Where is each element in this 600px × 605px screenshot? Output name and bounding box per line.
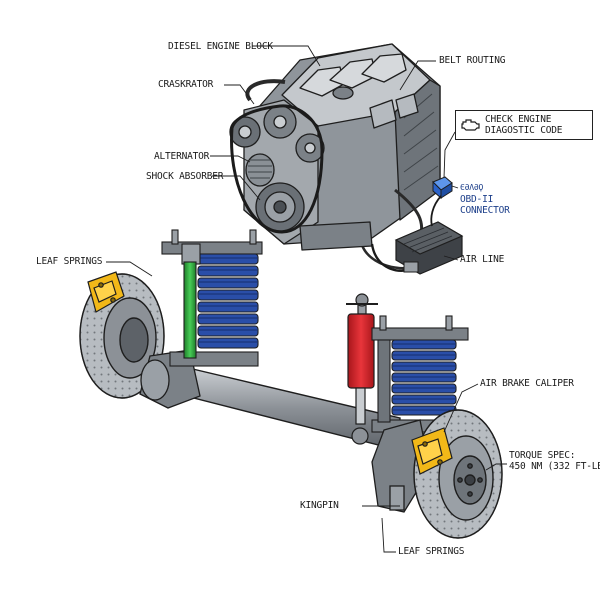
engine-warning-icon <box>461 119 480 131</box>
right-brake-caliper <box>411 427 453 475</box>
label-obd-ii: OBD-II <box>460 194 494 205</box>
label-diagnostic-code: DIAGOSTIC CODE <box>485 125 563 136</box>
label-shock-absorber: SHOCK ABSORBER <box>146 171 224 182</box>
label-torque-spec: TORQUE SPEC: <box>509 450 576 461</box>
check-engine-callout: CHECK ENGINE DIAGOSTIC CODE <box>455 110 593 140</box>
diesel-engine <box>229 43 441 270</box>
obd-connector <box>430 176 453 227</box>
center-shock-absorber <box>346 293 378 445</box>
leader-lines <box>106 45 507 553</box>
air-line-fitting <box>403 261 419 273</box>
label-air-brake-caliper: AIR BRAKE CALIPER <box>480 378 574 389</box>
label-leaf-springs-left: LEAF SPRINGS <box>36 256 103 267</box>
left-brake-caliper <box>87 271 125 313</box>
label-belt-routing: BELT ROUTING <box>439 55 506 66</box>
label-torque-value: 450 NM (332 FT-LBS) <box>509 461 600 472</box>
label-crankshaft: CRASKRATOR <box>158 79 214 90</box>
left-coil-spring <box>161 229 263 367</box>
label-obd-small: ЄƏΛƏϘ <box>460 183 484 192</box>
left-shock-absorber <box>181 243 201 359</box>
ecu-module <box>394 221 464 275</box>
label-leaf-springs-bottom: LEAF SPRINGS <box>398 546 465 557</box>
label-check-engine: CHECK ENGINE <box>485 114 552 125</box>
label-air-line: AIR LINE <box>460 254 505 265</box>
label-alternator: ALTERNATOR <box>154 151 210 162</box>
right-brake-disc <box>413 409 503 539</box>
label-kingpin: KINGPIN <box>300 500 339 511</box>
label-connector: CONNECTOR <box>460 205 510 216</box>
label-diesel-engine-block: DIESEL ENGINE BLOCK <box>168 41 273 52</box>
